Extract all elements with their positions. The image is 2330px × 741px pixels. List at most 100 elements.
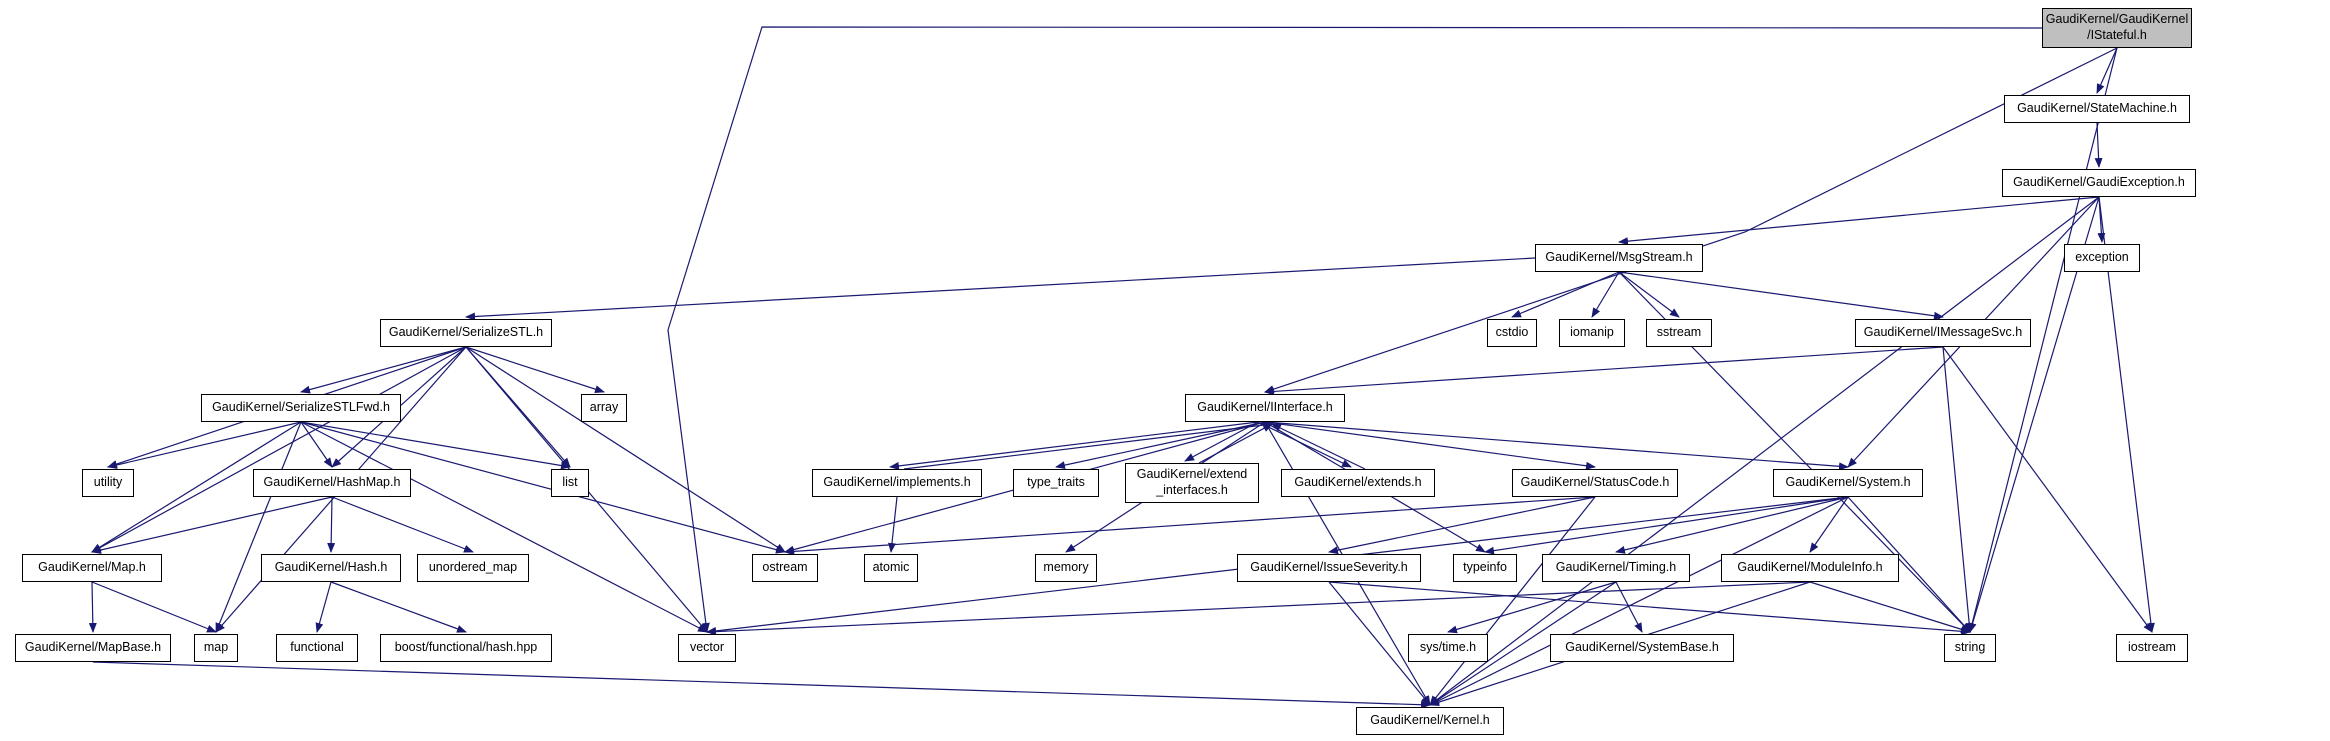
graph-node-timing[interactable]: GaudiKernel/Timing.h bbox=[1542, 554, 1690, 582]
graph-node-label: GaudiKernel/IssueSeverity.h bbox=[1250, 560, 1408, 575]
include-edge-msgstream-to-imessagesvc bbox=[1618, 271, 1944, 320]
graph-node-mapbase[interactable]: GaudiKernel/MapBase.h bbox=[15, 634, 171, 662]
include-edge-iinterface-to-statuscode bbox=[1264, 421, 1596, 470]
graph-node-istateful[interactable]: GaudiKernel/GaudiKernel/IStateful.h bbox=[2042, 8, 2192, 48]
graph-node-label: GaudiKernel/SerializeSTL.h bbox=[388, 325, 544, 340]
graph-node-label: GaudiKernel/GaudiException.h bbox=[2013, 175, 2185, 190]
graph-node-statuscode[interactable]: GaudiKernel/StatusCode.h bbox=[1512, 469, 1678, 497]
graph-node-unordered_map[interactable]: unordered_map bbox=[417, 554, 529, 582]
graph-node-sstream[interactable]: sstream bbox=[1646, 319, 1712, 347]
graph-node-issueseverity[interactable]: GaudiKernel/IssueSeverity.h bbox=[1237, 554, 1421, 582]
include-edge-msgstream-to-cstdio bbox=[1511, 271, 1620, 318]
include-edge-serializestlfwd-to-utility bbox=[107, 421, 302, 469]
include-edge-serializestl-to-array bbox=[465, 346, 605, 394]
graph-node-label: atomic bbox=[872, 560, 910, 575]
graph-node-extend_interfaces[interactable]: GaudiKernel/extend_interfaces.h bbox=[1125, 463, 1259, 503]
graph-node-statemachine[interactable]: GaudiKernel/StateMachine.h bbox=[2004, 95, 2190, 123]
graph-node-boost_hash[interactable]: boost/functional/hash.hpp bbox=[380, 634, 552, 662]
include-edge-extend_interfaces-to-iinterface bbox=[1198, 423, 1273, 464]
graph-node-serializestlfwd[interactable]: GaudiKernel/SerializeSTLFwd.h bbox=[201, 394, 401, 422]
graph-node-atomic[interactable]: atomic bbox=[864, 554, 918, 582]
graph-node-serializestl[interactable]: GaudiKernel/SerializeSTL.h bbox=[380, 319, 552, 347]
include-edge-istateful-to-vector bbox=[667, 26, 2043, 633]
graph-node-list[interactable]: list bbox=[551, 469, 589, 497]
include-edge-issueseverity-to-string bbox=[1328, 581, 1971, 636]
graph-node-label: GaudiKernel/Map.h bbox=[38, 560, 146, 575]
graph-node-typeinfo[interactable]: typeinfo bbox=[1453, 554, 1517, 582]
graph-node-system[interactable]: GaudiKernel/System.h bbox=[1773, 469, 1923, 497]
graph-node-iomanip[interactable]: iomanip bbox=[1559, 319, 1625, 347]
include-edge-iinterface-to-implements bbox=[889, 421, 1259, 470]
include-edge-serializestl-to-ostream bbox=[465, 346, 786, 553]
include-edge-iinterface-to-extend_interfaces bbox=[1184, 421, 1259, 462]
include-edge-serializestl-to-serializestlfwd bbox=[300, 346, 467, 394]
graph-node-label: utility bbox=[93, 475, 123, 490]
graph-node-msgstream[interactable]: GaudiKernel/MsgStream.h bbox=[1535, 244, 1703, 272]
include-edge-msgstream-to-serializestl bbox=[465, 257, 1536, 321]
include-edge-imessagesvc-to-iostream bbox=[1942, 346, 2153, 633]
graph-node-label: GaudiKernel/HashMap.h bbox=[263, 475, 401, 490]
graph-node-implements[interactable]: GaudiKernel/implements.h bbox=[812, 469, 982, 497]
include-edge-map_h-to-map_std bbox=[91, 581, 217, 633]
graph-node-exception[interactable]: exception bbox=[2064, 244, 2140, 272]
include-edge-iinterface-to-extends bbox=[1257, 421, 1352, 468]
graph-node-label: exception bbox=[2075, 250, 2129, 265]
include-edge-hashmap-to-map_h bbox=[91, 496, 333, 554]
graph-node-type_traits[interactable]: type_traits bbox=[1013, 469, 1099, 497]
include-edge-msgstream-to-iomanip bbox=[1591, 271, 1620, 318]
include-edge-serializestl-to-map_h bbox=[91, 346, 467, 553]
graph-node-map_h[interactable]: GaudiKernel/Map.h bbox=[22, 554, 162, 582]
graph-node-label: GaudiKernel/implements.h bbox=[823, 475, 971, 490]
graph-node-label: GaudiKernel/Hash.h bbox=[274, 560, 388, 575]
include-edge-implements-to-iinterface bbox=[903, 421, 1273, 470]
graph-node-memory[interactable]: memory bbox=[1035, 554, 1097, 582]
include-edge-serializestlfwd-to-ostream bbox=[300, 421, 786, 554]
graph-node-systembase[interactable]: GaudiKernel/SystemBase.h bbox=[1550, 634, 1734, 662]
graph-node-label: /IStateful.h bbox=[2087, 28, 2147, 42]
graph-node-kernel[interactable]: GaudiKernel/Kernel.h bbox=[1356, 707, 1504, 735]
graph-node-label: GaudiKernel/Kernel.h bbox=[1370, 713, 1490, 728]
include-edge-serializestlfwd-to-list bbox=[300, 421, 571, 470]
include-edge-istateful-to-iinterface bbox=[1264, 47, 2118, 393]
graph-node-extends[interactable]: GaudiKernel/extends.h bbox=[1281, 469, 1435, 497]
graph-node-label: functional bbox=[290, 640, 344, 655]
graph-node-cstdio[interactable]: cstdio bbox=[1487, 319, 1537, 347]
include-edge-moduleinfo-to-vector bbox=[706, 581, 1811, 636]
include-edge-extends-to-iinterface bbox=[1271, 423, 1366, 470]
include-edge-serializestlfwd-to-hashmap bbox=[300, 421, 333, 468]
graph-node-label: iomanip bbox=[1570, 325, 1614, 340]
include-edge-implements-to-atomic bbox=[887, 496, 898, 553]
graph-node-label: vector bbox=[689, 640, 725, 655]
include-edge-system-to-typeinfo bbox=[1484, 496, 1849, 555]
graph-node-vector[interactable]: vector bbox=[678, 634, 736, 662]
include-edge-msgstream-to-sstream bbox=[1618, 271, 1680, 318]
graph-node-label: GaudiKernel/System.h bbox=[1785, 475, 1911, 490]
graph-node-array[interactable]: array bbox=[581, 394, 627, 422]
graph-node-label: GaudiKernel/MsgStream.h bbox=[1545, 250, 1693, 265]
graph-node-imessagesvc[interactable]: GaudiKernel/IMessageSvc.h bbox=[1855, 319, 2031, 347]
include-edge-istateful-to-string bbox=[1968, 47, 2118, 633]
include-edge-mapbase-to-kernel bbox=[92, 661, 1431, 709]
include-edge-hash_h-to-functional bbox=[315, 581, 332, 633]
graph-node-functional[interactable]: functional bbox=[276, 634, 358, 662]
graph-node-label: ostream bbox=[762, 560, 808, 575]
graph-node-gaudiexception[interactable]: GaudiKernel/GaudiException.h bbox=[2002, 169, 2196, 197]
graph-node-iostream[interactable]: iostream bbox=[2116, 634, 2188, 662]
graph-node-label: GaudiKernel/StateMachine.h bbox=[2017, 101, 2177, 116]
graph-node-label: unordered_map bbox=[428, 560, 518, 575]
include-edge-map_h-to-mapbase bbox=[88, 581, 97, 633]
graph-node-hash_h[interactable]: GaudiKernel/Hash.h bbox=[261, 554, 401, 582]
graph-node-ostream[interactable]: ostream bbox=[752, 554, 818, 582]
graph-node-hashmap[interactable]: GaudiKernel/HashMap.h bbox=[253, 469, 411, 497]
graph-node-moduleinfo[interactable]: GaudiKernel/ModuleInfo.h bbox=[1721, 554, 1899, 582]
graph-node-map_std[interactable]: map bbox=[194, 634, 238, 662]
graph-node-iinterface[interactable]: GaudiKernel/IInterface.h bbox=[1185, 394, 1345, 422]
graph-node-label: string bbox=[1954, 640, 1986, 655]
include-edge-system-to-string bbox=[1847, 496, 1971, 633]
graph-node-label: type_traits bbox=[1027, 475, 1085, 490]
graph-node-utility[interactable]: utility bbox=[82, 469, 134, 497]
include-edge-serializestlfwd-to-map_h bbox=[91, 421, 302, 553]
include-edge-gaudiexception-to-msgstream bbox=[1618, 196, 2100, 246]
graph-node-sys_time[interactable]: sys/time.h bbox=[1408, 634, 1488, 662]
graph-node-string[interactable]: string bbox=[1944, 634, 1996, 662]
